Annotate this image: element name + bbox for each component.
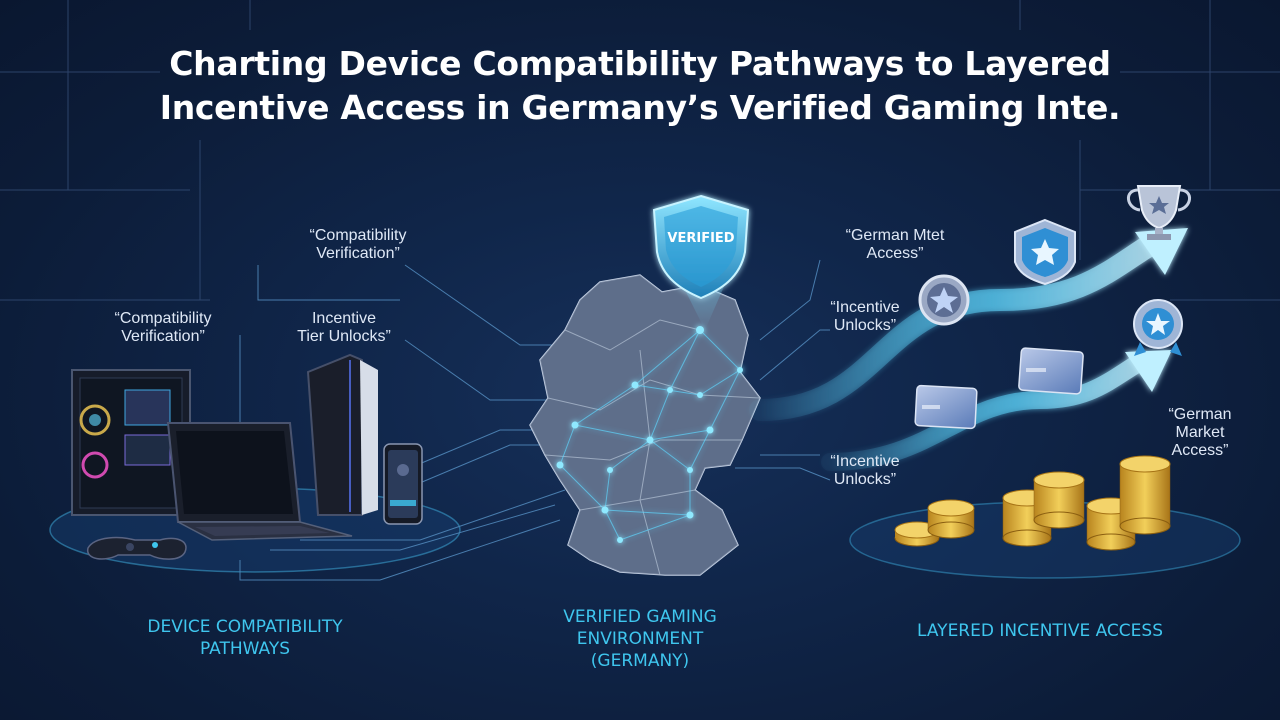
label-line: “Compatibility <box>114 310 212 327</box>
label-line: “German <box>1168 406 1232 423</box>
medal-icon <box>1014 218 1076 286</box>
section-device-compatibility: DEVICE COMPATIBILITY PATHWAYS <box>100 616 390 660</box>
label-incentive-unlocks-bottom: “Incentive Unlocks” <box>810 453 920 489</box>
label-line: “Incentive <box>830 299 900 316</box>
star-badge-icon <box>918 274 970 326</box>
label-line: “Compatibility <box>309 227 407 244</box>
label-line: Access” <box>866 245 924 262</box>
label-german-mtet-access: “German Mtet Access” <box>835 227 955 263</box>
section-layered-incentive: LAYERED INCENTIVE ACCESS <box>880 620 1200 642</box>
medal-icon <box>1133 299 1183 356</box>
connector-lines <box>239 259 831 581</box>
coin-stack-icon <box>927 499 975 539</box>
label-incentive-tier-unlocks: Incentive Tier Unlocks” <box>284 310 404 346</box>
label-incentive-unlocks-top: “Incentive Unlocks” <box>810 299 920 335</box>
section-line: (GERMANY) <box>590 651 690 671</box>
label-german-market-access: “German Market Access” <box>1160 406 1240 460</box>
label-line: “German Mtet <box>845 227 945 244</box>
title-line-2: Incentive Access in Germany’s Verified G… <box>159 88 1121 127</box>
section-line: VERIFIED GAMING <box>563 607 717 627</box>
laptop-icon <box>166 422 353 541</box>
pc-tower-icon <box>71 369 191 516</box>
trophy-icon <box>1127 185 1191 240</box>
label-line: “Incentive <box>830 453 900 470</box>
section-line: ENVIRONMENT <box>576 629 704 649</box>
gamepad-icon <box>87 536 187 560</box>
label-line: Verification” <box>121 328 205 345</box>
gift-card-icon <box>914 384 978 430</box>
section-line: DEVICE COMPATIBILITY <box>147 617 343 637</box>
smartphone-icon <box>383 443 423 525</box>
label-line: Access” <box>1171 442 1229 459</box>
label-line: Verification” <box>316 245 400 262</box>
label-line: Unlocks” <box>833 471 897 488</box>
title-line-1: Charting Device Compatibility Pathways t… <box>169 44 1111 83</box>
label-line: Unlocks” <box>833 317 897 334</box>
label-compatibility-verification-top: “Compatibility Verification” <box>298 227 418 263</box>
label-compatibility-verification-left: “Compatibility Verification” <box>103 310 223 346</box>
background-grid <box>0 0 1280 301</box>
coin-stack-icon <box>1033 471 1085 529</box>
section-line: LAYERED INCENTIVE ACCESS <box>917 621 1163 641</box>
section-verified-environment: VERIFIED GAMING ENVIRONMENT (GERMANY) <box>520 606 760 672</box>
gift-card-icon <box>1018 347 1084 395</box>
coin-stack-icon <box>1119 455 1171 535</box>
section-line: PATHWAYS <box>199 639 290 659</box>
label-line: Market <box>1175 424 1225 441</box>
label-line: Tier Unlocks” <box>297 328 391 345</box>
console-icon <box>306 353 378 516</box>
verified-badge-label: VERIFIED <box>667 231 735 246</box>
page-title: Charting Device Compatibility Pathways t… <box>140 42 1140 130</box>
germany-map-icon <box>529 274 761 576</box>
verified-shield <box>652 194 750 300</box>
label-line: Incentive <box>311 310 377 327</box>
